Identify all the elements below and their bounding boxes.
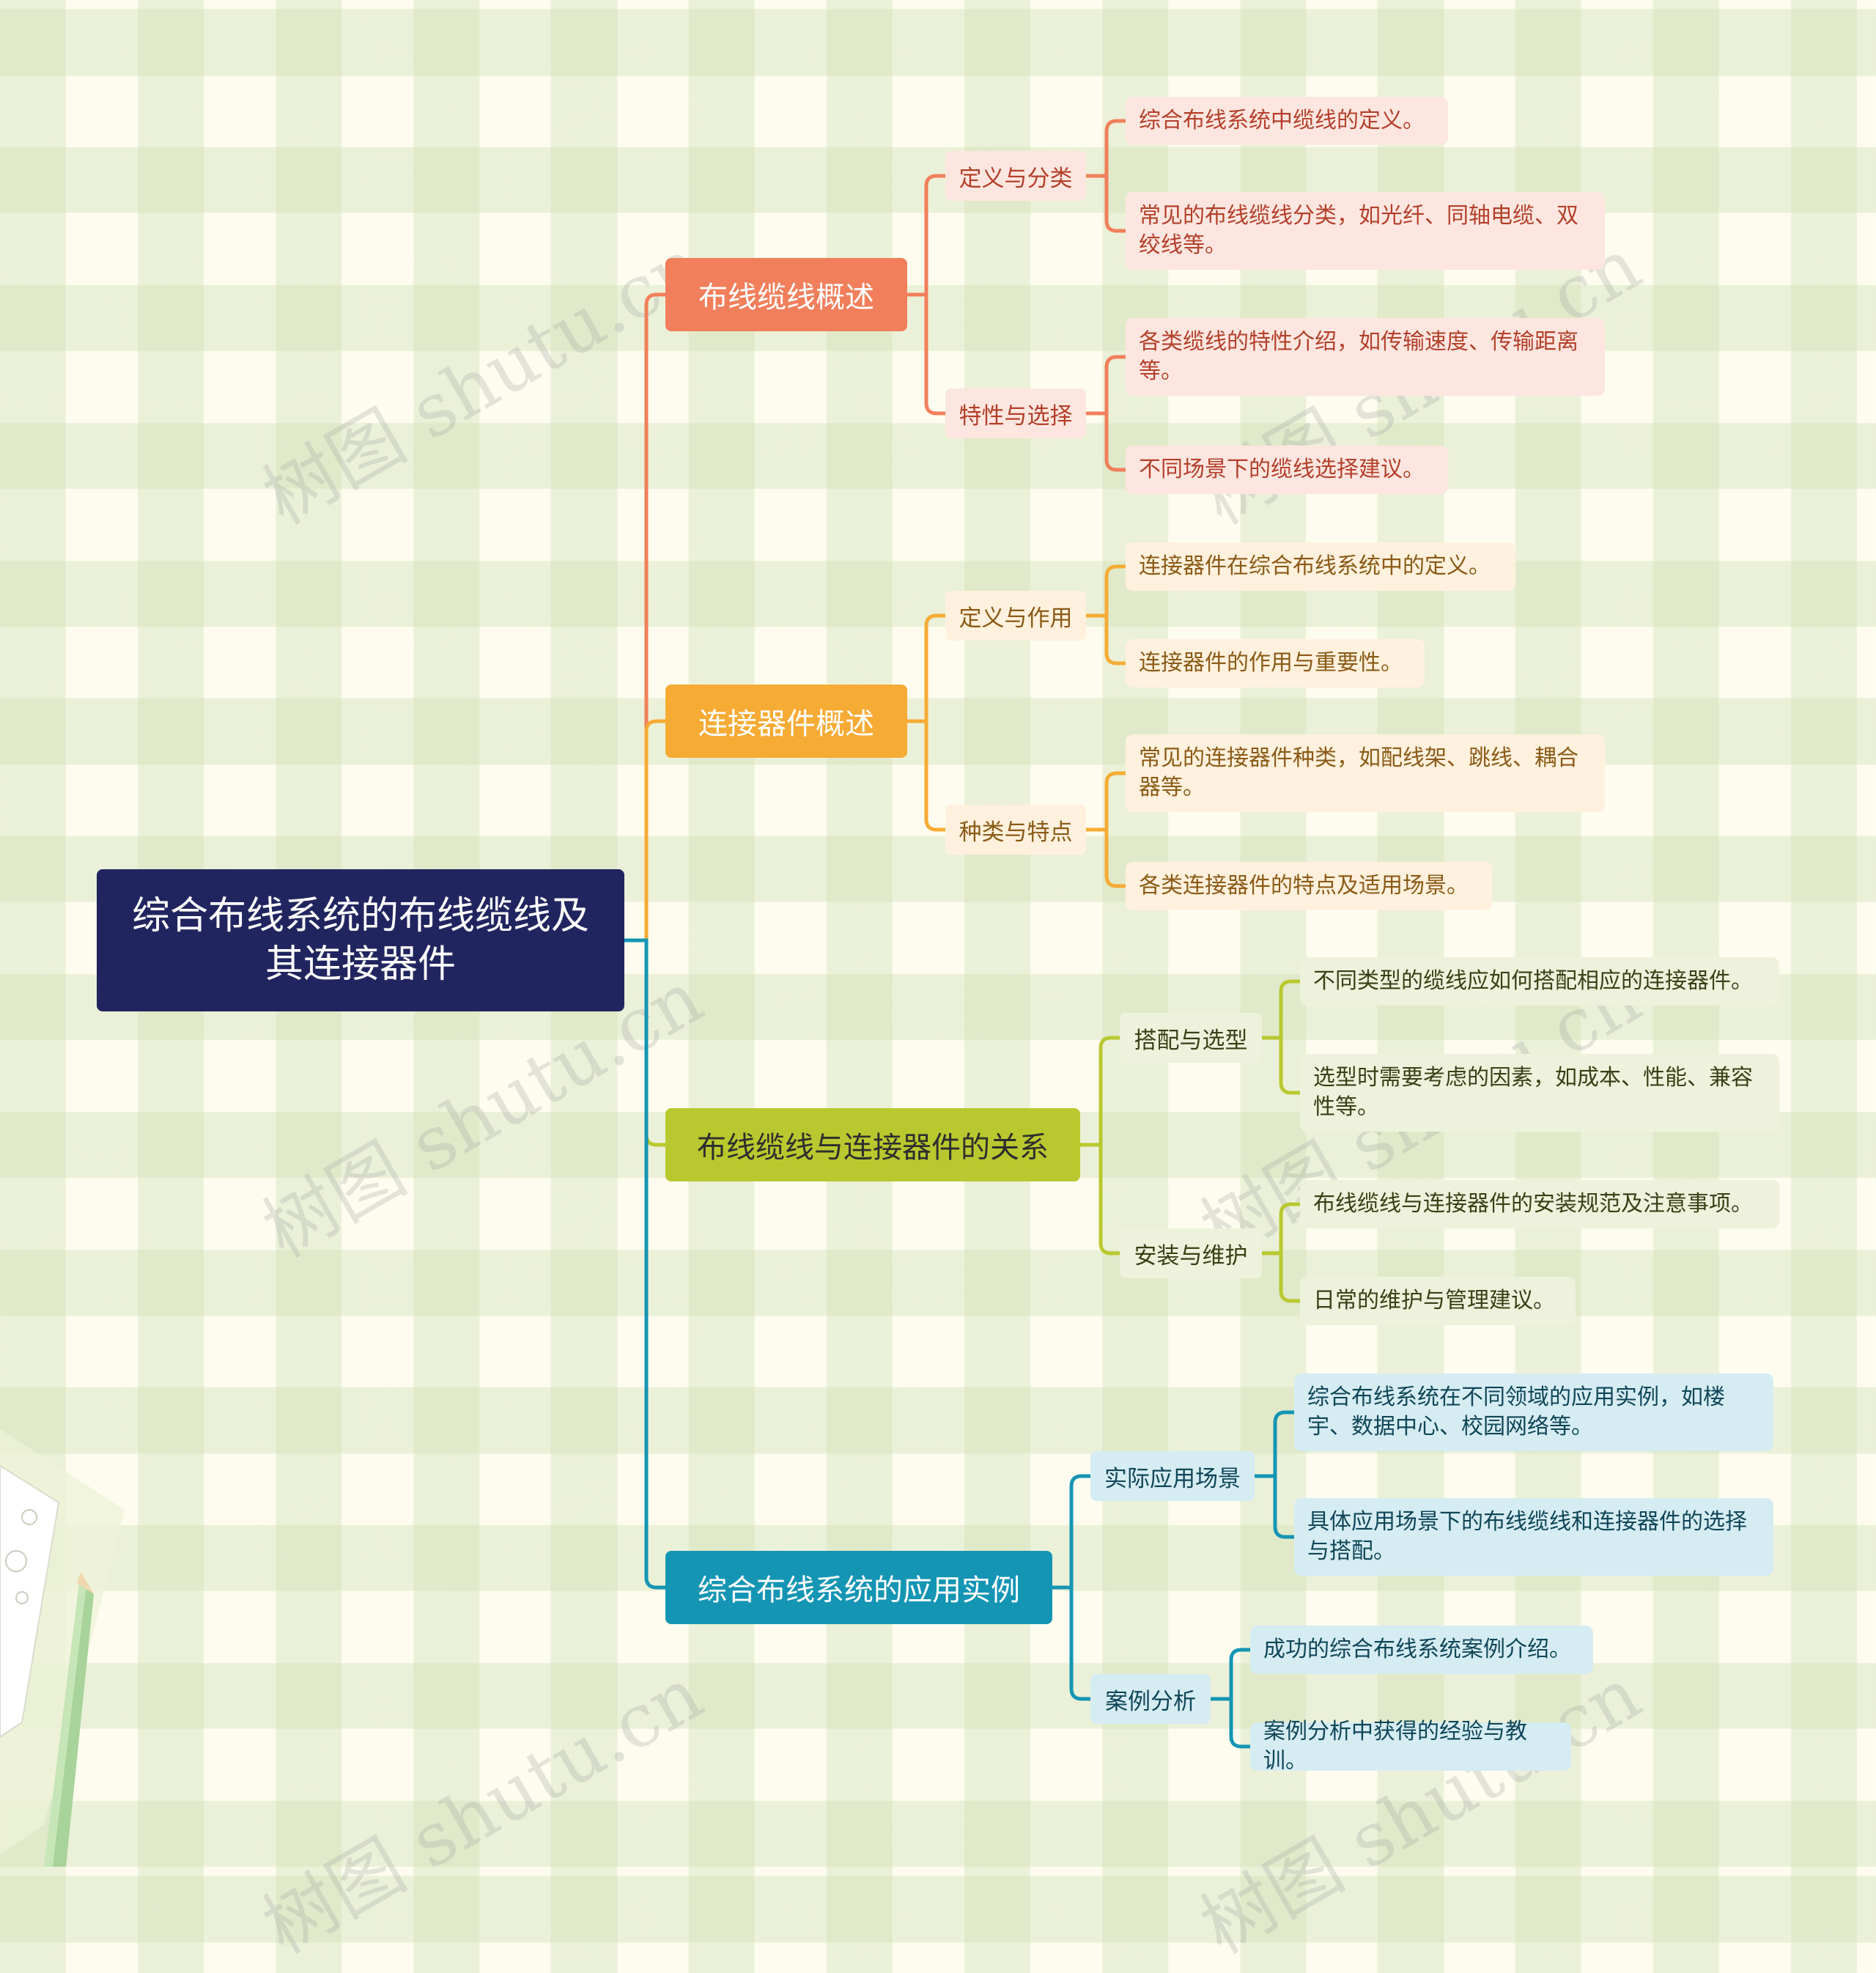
sub-label: 定义与作用: [959, 600, 1073, 633]
leaf-lessons-learned[interactable]: 案例分析中获得的经验与教训。: [1250, 1722, 1571, 1771]
edge-b1-s2: [907, 295, 945, 413]
branch-cable-overview[interactable]: 布线缆线概述: [665, 258, 907, 331]
leaf-label: 布线缆线与连接器件的安装规范及注意事项。: [1313, 1190, 1753, 1219]
edge-b3s2-l2: [1262, 1253, 1300, 1301]
edge-b4-s2: [1052, 1587, 1090, 1699]
leaf-cable-definition[interactable]: 综合布线系统中缆线的定义。: [1126, 97, 1448, 145]
leaf-connector-features[interactable]: 各类连接器件的特点及适用场景。: [1126, 862, 1492, 910]
leaf-label: 综合布线系统中缆线的定义。: [1139, 106, 1425, 136]
branch-label: 连接器件概述: [698, 700, 874, 742]
edge-b1-s1: [907, 176, 945, 295]
leaf-connector-importance[interactable]: 连接器件的作用与重要性。: [1126, 639, 1425, 687]
leaf-label: 不同场景下的缆线选择建议。: [1139, 455, 1425, 484]
leaf-success-cases[interactable]: 成功的综合布线系统案例介绍。: [1250, 1626, 1593, 1674]
edge-b4-s1: [1052, 1476, 1090, 1587]
leaf-maintenance-advice[interactable]: 日常的维护与管理建议。: [1300, 1277, 1576, 1325]
sub-characteristics-selection[interactable]: 特性与选择: [945, 388, 1086, 438]
leaf-label: 选型时需要考虑的因素，如成本、性能、兼容性等。: [1313, 1063, 1766, 1122]
leaf-label: 常见的布线缆线分类，如光纤、同轴电缆、双绞线等。: [1139, 202, 1592, 260]
edge-b3-s2: [1080, 1145, 1120, 1253]
leaf-label: 连接器件在综合布线系统中的定义。: [1139, 552, 1491, 581]
sub-matching-selection[interactable]: 搭配与选型: [1120, 1013, 1262, 1063]
branch-label: 布线缆线与连接器件的关系: [697, 1124, 1049, 1166]
edge-b2s1-l2: [1086, 616, 1126, 663]
leaf-label: 各类缆线的特性介绍，如传输速度、传输距离等。: [1139, 328, 1592, 386]
sub-label: 定义与分类: [959, 160, 1073, 193]
leaf-label: 案例分析中获得的经验与教训。: [1263, 1717, 1558, 1776]
edge-root-branch2: [624, 721, 665, 940]
edge-b3-s1: [1080, 1038, 1120, 1145]
edge-b4s1-l1: [1255, 1412, 1294, 1476]
leaf-scenario-selection[interactable]: 具体应用场景下的布线缆线和连接器件的选择与搭配。: [1294, 1498, 1773, 1576]
leaf-cable-types[interactable]: 常见的布线缆线分类，如光纤、同轴电缆、双绞线等。: [1126, 192, 1605, 270]
edge-b2s2-l2: [1086, 830, 1126, 886]
sub-case-analysis[interactable]: 案例分析: [1090, 1674, 1211, 1724]
leaf-cable-characteristics[interactable]: 各类缆线的特性介绍，如传输速度、传输距离等。: [1126, 318, 1605, 396]
branch-connector-overview[interactable]: 连接器件概述: [665, 685, 907, 758]
edge-b1s2-l1: [1086, 357, 1126, 413]
sub-label: 搭配与选型: [1134, 1022, 1248, 1055]
sub-definition-classification[interactable]: 定义与分类: [945, 151, 1086, 201]
leaf-connector-definition[interactable]: 连接器件在综合布线系统中的定义。: [1126, 542, 1515, 591]
branch-cable-connector-relation[interactable]: 布线缆线与连接器件的关系: [665, 1108, 1080, 1181]
leaf-cable-selection-advice[interactable]: 不同场景下的缆线选择建议。: [1126, 446, 1448, 494]
edge-b2-s2: [907, 721, 945, 830]
edge-b3s1-l2: [1262, 1038, 1300, 1093]
sub-installation-maintenance[interactable]: 安装与维护: [1120, 1228, 1262, 1278]
leaf-label: 连接器件的作用与重要性。: [1139, 649, 1403, 678]
branch-label: 综合布线系统的应用实例: [698, 1566, 1020, 1609]
sub-label: 实际应用场景: [1104, 1460, 1241, 1493]
edge-b2s1-l1: [1086, 567, 1126, 616]
sub-definition-function[interactable]: 定义与作用: [945, 591, 1086, 641]
root-topic[interactable]: 综合布线系统的布线缆线及其连接器件: [97, 869, 624, 1011]
branch-label: 布线缆线概述: [698, 273, 874, 316]
edge-b1s2-l2: [1086, 413, 1126, 470]
leaf-selection-factors[interactable]: 选型时需要考虑的因素，如成本、性能、兼容性等。: [1300, 1054, 1779, 1132]
edge-b4s2-l2: [1211, 1699, 1250, 1747]
sub-label: 安装与维护: [1134, 1237, 1248, 1270]
sub-label: 种类与特点: [959, 814, 1073, 847]
edge-b4s2-l1: [1211, 1650, 1250, 1699]
edge-b4s1-l2: [1255, 1476, 1294, 1537]
edge-b1s1-l1: [1086, 121, 1126, 176]
leaf-label: 成功的综合布线系统案例介绍。: [1263, 1635, 1571, 1664]
edge-b2s2-l1: [1086, 773, 1126, 830]
edge-b3s2-l1: [1262, 1204, 1300, 1253]
leaf-label: 日常的维护与管理建议。: [1313, 1286, 1555, 1316]
leaf-installation-spec[interactable]: 布线缆线与连接器件的安装规范及注意事项。: [1300, 1180, 1779, 1228]
root-topic-label: 综合布线系统的布线缆线及其连接器件: [119, 892, 602, 989]
edge-root-branch4: [624, 940, 665, 1587]
branch-application-examples[interactable]: 综合布线系统的应用实例: [665, 1551, 1052, 1624]
leaf-application-domains[interactable]: 综合布线系统在不同领域的应用实例，如楼宇、数据中心、校园网络等。: [1294, 1373, 1773, 1451]
sub-types-features[interactable]: 种类与特点: [945, 805, 1086, 855]
leaf-label: 常见的连接器件种类，如配线架、跳线、耦合器等。: [1139, 744, 1592, 803]
leaf-label: 具体应用场景下的布线缆线和连接器件的选择与搭配。: [1307, 1508, 1760, 1566]
edge-b3s1-l1: [1262, 981, 1300, 1038]
sub-label: 特性与选择: [959, 397, 1073, 430]
edge-b2-s1: [907, 616, 945, 721]
sub-label: 案例分析: [1105, 1683, 1196, 1716]
sub-application-scenarios[interactable]: 实际应用场景: [1090, 1451, 1255, 1501]
leaf-connector-types[interactable]: 常见的连接器件种类，如配线架、跳线、耦合器等。: [1126, 734, 1605, 812]
leaf-matching-guide[interactable]: 不同类型的缆线应如何搭配相应的连接器件。: [1300, 957, 1779, 1006]
leaf-label: 各类连接器件的特点及适用场景。: [1139, 871, 1469, 901]
edge-b1s1-l2: [1086, 176, 1126, 231]
leaf-label: 不同类型的缆线应如何搭配相应的连接器件。: [1313, 967, 1753, 996]
leaf-label: 综合布线系统在不同领域的应用实例，如楼宇、数据中心、校园网络等。: [1307, 1383, 1760, 1442]
